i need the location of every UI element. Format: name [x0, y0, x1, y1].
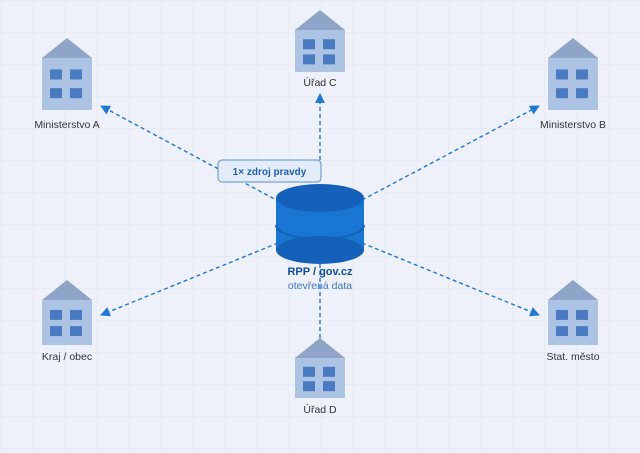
building-wall — [548, 58, 598, 110]
building-window — [50, 326, 62, 337]
building-roof — [42, 38, 92, 58]
building-window — [556, 309, 568, 320]
node-label-kraj-obec: Kraj / obec — [42, 351, 92, 363]
arrow-to-stat-mesto — [361, 242, 540, 317]
database-title: RPP / gov.cz — [287, 266, 353, 278]
building-wall — [295, 358, 345, 398]
building-wall — [295, 30, 345, 72]
building-window — [556, 69, 568, 80]
building-wall — [548, 300, 598, 345]
building-wall — [42, 300, 92, 345]
building-roof — [548, 38, 598, 58]
building-window — [303, 54, 315, 65]
node-label-urad-d: Úřad D — [303, 403, 337, 416]
node-label-ministerstvo-b: Ministerstvo B — [540, 119, 606, 131]
building-icon — [42, 280, 92, 345]
building-window — [50, 88, 62, 99]
building-wall — [42, 58, 92, 110]
node-label-stat-mesto: Stat. město — [546, 351, 599, 363]
building-icon — [548, 280, 598, 345]
building-icon — [295, 10, 345, 72]
building-window — [50, 309, 62, 320]
building-roof — [295, 338, 345, 358]
building-window — [556, 88, 568, 99]
building-icon — [42, 38, 92, 110]
building-window — [323, 366, 335, 377]
building-window — [576, 309, 588, 320]
database-icon — [275, 184, 365, 264]
building-icon — [548, 38, 598, 110]
building-window — [303, 39, 315, 50]
building-icon — [295, 338, 345, 398]
arrow-to-ministerstvo-b — [361, 105, 540, 201]
database-top — [276, 184, 364, 212]
building-window — [323, 39, 335, 50]
building-window — [303, 381, 315, 392]
arrow-to-kraj-obec — [100, 242, 279, 317]
building-roof — [548, 280, 598, 300]
building-window — [303, 366, 315, 377]
central-database: RPP / gov.cz otevřená data — [275, 184, 365, 292]
node-label-urad-c: Úřad C — [303, 76, 337, 89]
building-window — [70, 309, 82, 320]
database-subtitle: otevřená data — [288, 280, 352, 292]
node-label-ministerstvo-a: Ministerstvo A — [34, 119, 99, 131]
database-bottom — [276, 236, 364, 264]
building-window — [323, 54, 335, 65]
building-roof — [42, 280, 92, 300]
building-window — [576, 326, 588, 337]
arrow-to-ministerstvo-a — [100, 105, 281, 203]
building-window — [70, 326, 82, 337]
database-ring — [275, 224, 365, 240]
building-window — [556, 326, 568, 337]
badge-box — [217, 159, 322, 183]
building-window — [50, 69, 62, 80]
building-window — [70, 69, 82, 80]
building-window — [70, 88, 82, 99]
building-window — [576, 88, 588, 99]
building-roof — [295, 10, 345, 30]
badge-text: 1× zdroj pravdy — [233, 167, 307, 178]
building-window — [323, 381, 335, 392]
building-nodes: Ministerstvo A Úřad C Ministerstvo B Kraj /… — [34, 10, 606, 416]
building-window — [576, 69, 588, 80]
source-of-truth-badge: 1× zdroj pravdy — [217, 159, 322, 183]
